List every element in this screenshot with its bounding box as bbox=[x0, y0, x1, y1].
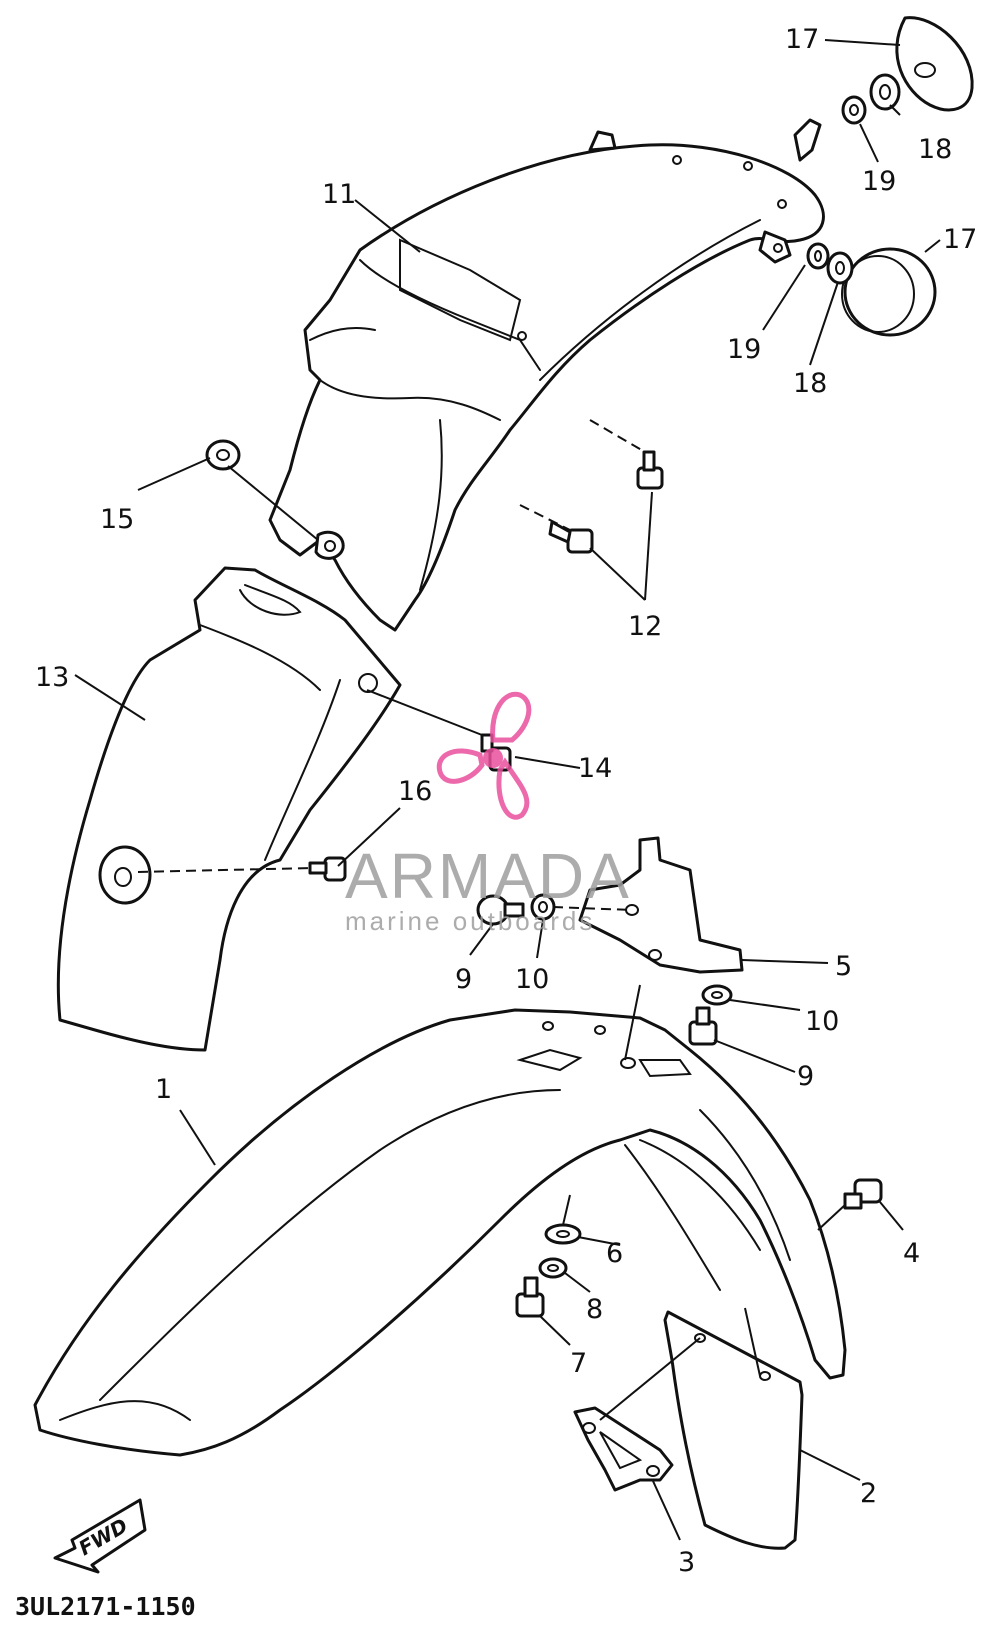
diagram-code: 3UL2171-1150 bbox=[15, 1592, 196, 1621]
cap-17-top bbox=[895, 16, 974, 112]
callout-1: 1 bbox=[155, 1074, 172, 1105]
front-fender-part-1 bbox=[33, 1008, 847, 1457]
callout-19-top: 19 bbox=[862, 166, 896, 197]
callout-2: 2 bbox=[860, 1478, 877, 1509]
callout-8: 8 bbox=[586, 1294, 603, 1325]
leader-lines bbox=[74, 39, 941, 1541]
callout-18-mid: 18 bbox=[793, 368, 827, 399]
bolt-16 bbox=[308, 856, 347, 882]
callout-6: 6 bbox=[606, 1238, 623, 1269]
fwd-arrow: FWD bbox=[53, 1498, 147, 1574]
washer-6 bbox=[544, 1223, 582, 1245]
callout-13: 13 bbox=[35, 662, 69, 693]
bolt-12a bbox=[636, 450, 664, 490]
callout-17-mid: 17 bbox=[943, 224, 977, 255]
washer-8 bbox=[538, 1257, 568, 1279]
washer-19-top bbox=[841, 95, 867, 125]
callout-19-mid: 19 bbox=[727, 334, 761, 365]
callout-12: 12 bbox=[628, 611, 662, 642]
callout-3: 3 bbox=[678, 1547, 695, 1578]
bolt-9-left bbox=[476, 894, 525, 926]
bracket-part-3 bbox=[573, 1406, 674, 1492]
bolt-12b bbox=[548, 520, 594, 554]
bolt-4 bbox=[843, 1178, 883, 1210]
washer-19-mid bbox=[806, 242, 830, 270]
callout-18-top: 18 bbox=[918, 134, 952, 165]
callout-9-right: 9 bbox=[797, 1061, 814, 1092]
callout-11: 11 bbox=[322, 179, 356, 210]
callout-10-left: 10 bbox=[515, 964, 549, 995]
bolt-9-right bbox=[688, 1006, 718, 1046]
plate-part-2 bbox=[663, 1310, 804, 1550]
washer-10-right bbox=[701, 984, 733, 1006]
bolt-7 bbox=[515, 1276, 545, 1318]
flap-part-13 bbox=[56, 566, 402, 1052]
watermark: ARMADA marine outboards bbox=[345, 691, 631, 936]
callout-5: 5 bbox=[835, 951, 852, 982]
cap-17-mid bbox=[841, 247, 937, 337]
callout-labels: 1 2 3 4 5 6 7 8 9 9 10 10 11 12 13 14 15… bbox=[35, 24, 977, 1578]
armada-logo-icon bbox=[436, 691, 532, 820]
watermark-name: ARMADA bbox=[345, 840, 631, 912]
washer-18-mid bbox=[826, 251, 854, 285]
callout-16: 16 bbox=[398, 776, 432, 807]
callout-10-right: 10 bbox=[805, 1006, 839, 1037]
washer-18-top bbox=[869, 73, 901, 111]
callout-14: 14 bbox=[578, 753, 612, 784]
callout-4: 4 bbox=[903, 1238, 920, 1269]
callout-15: 15 bbox=[100, 504, 134, 535]
watermark-tagline: marine outboards bbox=[345, 906, 595, 936]
grommet-15 bbox=[205, 439, 241, 471]
callout-7: 7 bbox=[570, 1348, 587, 1379]
rear-fender-part-11 bbox=[268, 118, 825, 632]
callout-17-top: 17 bbox=[785, 24, 819, 55]
callout-9-left: 9 bbox=[455, 964, 472, 995]
